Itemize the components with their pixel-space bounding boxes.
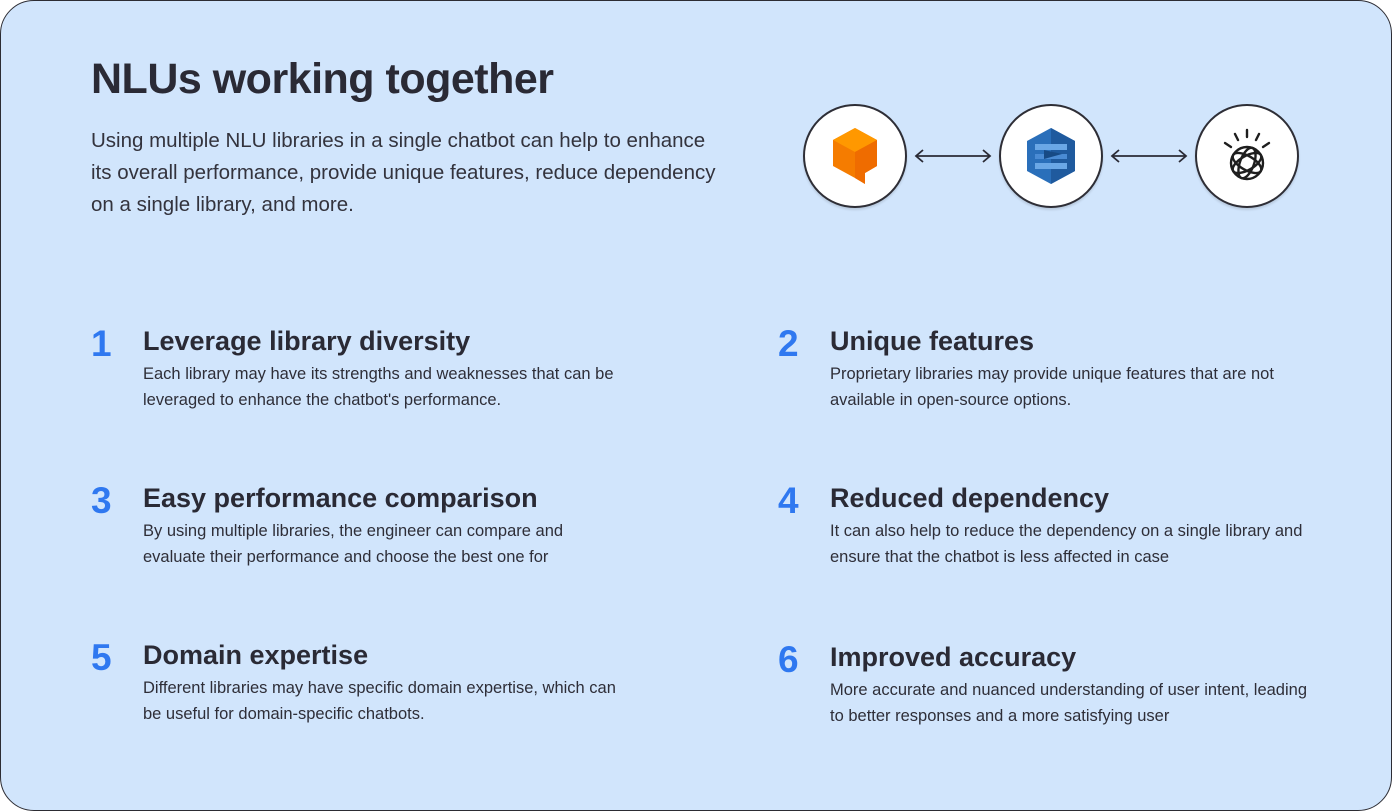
feature-description: Each library may have its strengths and … <box>143 365 614 409</box>
feature-number: 2 <box>778 323 799 364</box>
ibm-watson-logo-icon <box>1195 104 1299 208</box>
feature-number: 4 <box>778 480 799 521</box>
feature-number: 5 <box>91 637 112 678</box>
feature-title: Domain expertise <box>143 640 369 670</box>
feature-title: Improved accuracy <box>830 642 1077 672</box>
feature-description: More accurate and nuanced understanding … <box>830 681 1307 725</box>
feature-description: Proprietary libraries may provide unique… <box>830 365 1274 409</box>
double-arrow-icon <box>1110 149 1188 163</box>
feature-description: By using multiple libraries, the enginee… <box>143 522 564 566</box>
feature-number: 3 <box>91 480 112 521</box>
feature-title: Easy performance comparison <box>143 483 538 513</box>
amazon-lex-logo-icon <box>999 104 1103 208</box>
feature-title: Unique features <box>830 326 1035 356</box>
feature-title: Leverage library diversity <box>143 326 471 356</box>
double-arrow-icon <box>914 149 992 163</box>
feature-description: It can also help to reduce the dependenc… <box>830 522 1303 566</box>
feature-number: 6 <box>778 639 799 680</box>
feature-number: 1 <box>91 323 112 364</box>
page-subtitle: Using multiple NLU libraries in a single… <box>91 129 716 216</box>
feature-title: Reduced dependency <box>830 483 1110 513</box>
dialogflow-logo-icon <box>803 104 907 208</box>
page-title: NLUs working together <box>91 55 554 103</box>
feature-description: Different libraries may have specific do… <box>143 679 616 723</box>
